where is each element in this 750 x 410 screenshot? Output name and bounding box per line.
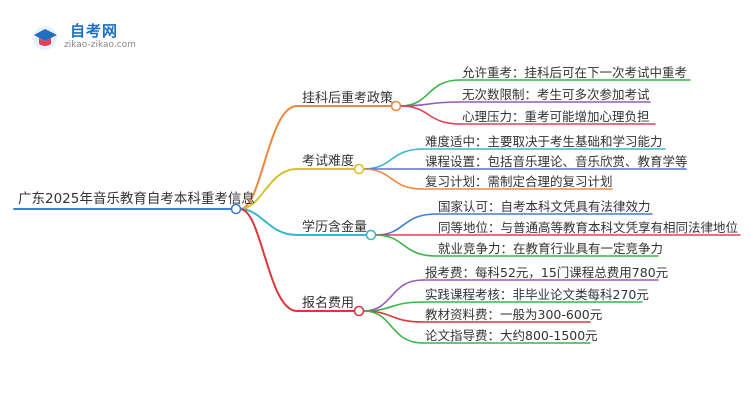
- branch-node-0: [390, 100, 402, 112]
- branch-registration-fees: 报名费用: [302, 296, 355, 311]
- leaf-psychological-pressure: 心理压力：重考可能增加心理负担: [462, 109, 650, 124]
- root-topic: 广东2025年音乐教育自考本科重考信息: [18, 191, 255, 207]
- leaf-connector-0-1: [399, 101, 461, 107]
- leaf-connector-0-2: [399, 105, 461, 125]
- branch-connector-2: [239, 208, 298, 236]
- leaf-connector-1-0: [362, 148, 424, 170]
- branch-node-1: [353, 163, 365, 175]
- leaf-retake-allowed: 允许重考：挂科后可在下一次考试中重考: [462, 65, 688, 80]
- branch-retake-policy: 挂科后重考政策: [302, 91, 394, 106]
- branch-connector-3: [239, 208, 298, 312]
- leaf-connector-2-0: [374, 213, 437, 236]
- branch-connector-0: [239, 105, 298, 210]
- logo-title: 自考网: [70, 22, 119, 40]
- leaf-connector-3-3: [362, 310, 424, 344]
- branch-node-2: [365, 229, 377, 241]
- leaf-connector-2-2: [374, 234, 437, 257]
- leaf-connector-1-2: [362, 168, 424, 190]
- graduation-cap-icon: [33, 26, 57, 50]
- site-logo[interactable]: 自考网 zikao-zikao.com: [30, 18, 170, 58]
- leaf-employment-competitiveness: 就业竞争力：在教育行业具有一定竞争力: [438, 241, 664, 256]
- branch-exam-difficulty: 考试难度: [302, 154, 355, 169]
- logo-url: zikao-zikao.com: [64, 40, 136, 50]
- leaf-moderate-difficulty: 难度适中：主要取决于考生基础和学习能力: [425, 134, 663, 149]
- leaf-course-setup: 课程设置：包括音乐理论、音乐欣赏、教育学等: [425, 154, 688, 169]
- leaf-practical-fee: 实践课程考核：非毕业论文类每科270元: [425, 287, 649, 302]
- branch-node-3: [353, 305, 365, 317]
- branch-connector-1: [239, 168, 298, 210]
- branch-degree-value: 学历含金量: [302, 220, 368, 235]
- root-node: [230, 203, 242, 215]
- leaf-exam-fee: 报考费：每科52元，15门课程总费用780元: [425, 265, 669, 280]
- leaf-equal-status: 同等地位：与普通高等教育本科文凭享有相同法律地位: [438, 220, 739, 235]
- leaf-thesis-fee: 论文指导费：大约800-1500元: [425, 328, 598, 343]
- leaf-review-plan: 复习计划：需制定合理的复习计划: [425, 174, 613, 189]
- leaf-materials-fee: 教材资料费：一般为300-600元: [425, 307, 603, 322]
- leaf-unlimited-attempts: 无次数限制：考生可多次参加考试: [462, 87, 650, 102]
- leaf-national-recognition: 国家认可：自考本科文凭具有法律效力: [438, 199, 651, 214]
